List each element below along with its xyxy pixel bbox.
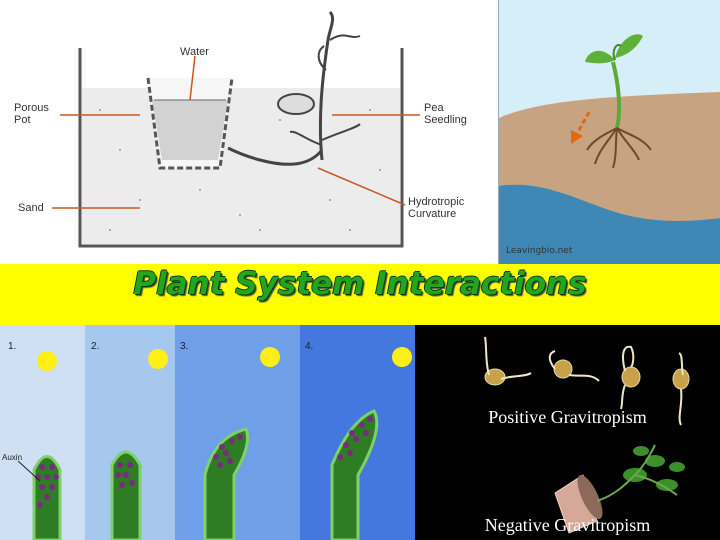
- label-porous-pot: Porous Pot: [14, 102, 49, 126]
- hydrotropism-drawing: [52, 10, 420, 248]
- seedling-illustration: [498, 0, 720, 264]
- step-1-label: 1.: [8, 341, 17, 352]
- image-credit: Leavingbio.net: [506, 246, 573, 256]
- label-hydrotropic-curvature: Hydrotropic Curvature: [408, 196, 465, 220]
- gravitropism-drawing: [484, 336, 690, 534]
- title-banner: Plant System Interactions: [0, 264, 720, 325]
- auxin-label: Auxin: [2, 453, 23, 462]
- negative-gravitropism-label: Negative Gravitropism: [484, 515, 651, 535]
- gravitropism-photos: Positive Gravitropism Negative Gravitrop…: [415, 325, 720, 540]
- positive-gravitropism-label: Positive Gravitropism: [488, 407, 647, 427]
- seedling-drawing: [499, 34, 720, 264]
- label-water: Water: [180, 46, 209, 58]
- hydrotropism-diagram: Water Porous Pot Pea Seedling Sand Hydro…: [0, 0, 498, 264]
- auxin-phototropism-diagram: 1. 2. 3. 4. Auxin: [0, 325, 415, 540]
- step-2-label: 2.: [91, 341, 100, 352]
- auxin-drawing: [0, 325, 415, 540]
- label-sand: Sand: [18, 202, 44, 214]
- step-3-label: 3.: [180, 341, 189, 352]
- page-title: Plant System Interactions: [133, 266, 587, 302]
- step-4-label: 4.: [305, 341, 314, 352]
- label-pea-seedling: Pea Seedling: [424, 102, 467, 126]
